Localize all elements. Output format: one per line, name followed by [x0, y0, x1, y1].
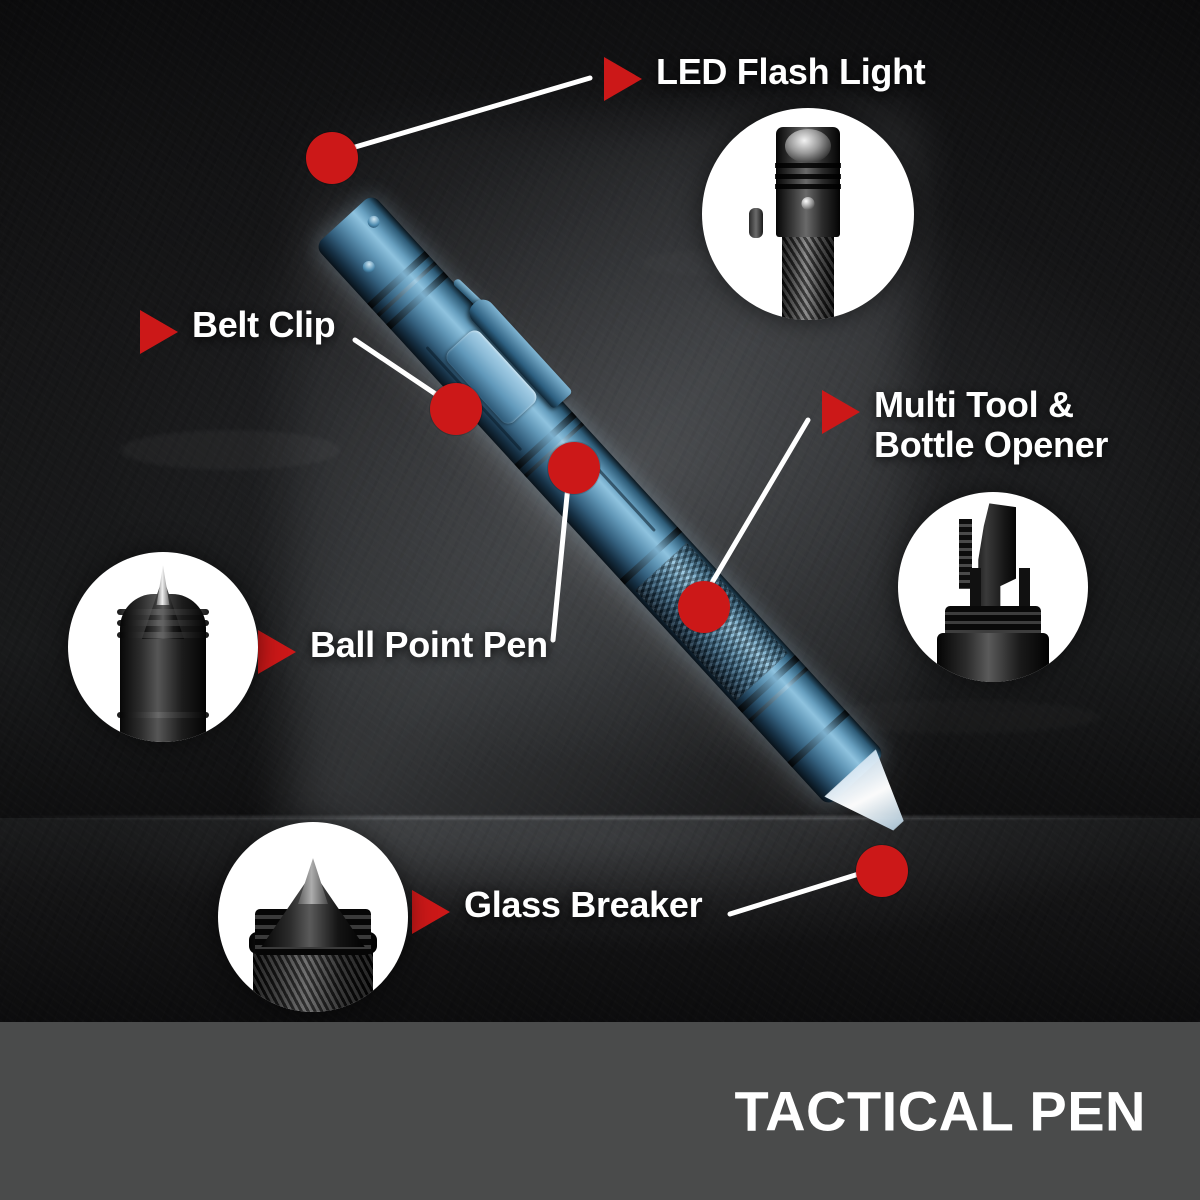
callout-dot-glass-breaker[interactable] [856, 845, 908, 897]
product-title: TACTICAL PEN [734, 1079, 1146, 1143]
studio-backdrop-floor [0, 818, 1200, 1028]
callout-label-multi-tool[interactable]: Multi Tool & Bottle Opener [822, 384, 1109, 466]
backdrop-horizon-line [0, 816, 1200, 819]
triangle-right-icon [258, 630, 296, 674]
callout-label-glass-breaker[interactable]: Glass Breaker [412, 884, 703, 934]
ballpoint-tip-icon [68, 552, 258, 742]
callout-dot-belt-clip[interactable] [430, 383, 482, 435]
callout-dot-led-flash-light[interactable] [306, 132, 358, 184]
inset-flashlight-head [702, 108, 914, 320]
callout-label-led-flash-light[interactable]: LED Flash Light [604, 51, 926, 101]
footer-banner: TACTICAL PEN [0, 1022, 1200, 1200]
callout-label-ball-point-pen[interactable]: Ball Point Pen [258, 624, 548, 674]
callout-dot-multi-tool[interactable] [678, 581, 730, 633]
callout-label-belt-clip[interactable]: Belt Clip [140, 304, 336, 354]
inset-glassbreaker-tip [218, 822, 408, 1012]
triangle-right-icon [412, 890, 450, 934]
callout-label-text: Belt Clip [192, 304, 336, 345]
callout-label-text: LED Flash Light [656, 51, 926, 92]
inset-ballpoint-tip [68, 552, 258, 742]
connector-multi-tool [697, 417, 811, 606]
bottle-opener-icon [898, 492, 1088, 682]
flashlight-head-icon [702, 108, 914, 320]
callout-label-text: Multi Tool & Bottle Opener [874, 384, 1109, 466]
callout-label-text: Ball Point Pen [310, 624, 548, 665]
connector-ball-point-pen [550, 462, 573, 643]
callout-dot-ball-point-pen[interactable] [548, 442, 600, 494]
glass-breaker-tip-icon [218, 822, 408, 1012]
triangle-right-icon [604, 57, 642, 101]
inset-multi-tool-head [898, 492, 1088, 682]
triangle-right-icon [140, 310, 178, 354]
connector-led-flash-light [342, 75, 593, 153]
triangle-right-icon [822, 390, 860, 434]
callout-label-text: Glass Breaker [464, 884, 703, 925]
connector-glass-breaker [727, 865, 881, 917]
